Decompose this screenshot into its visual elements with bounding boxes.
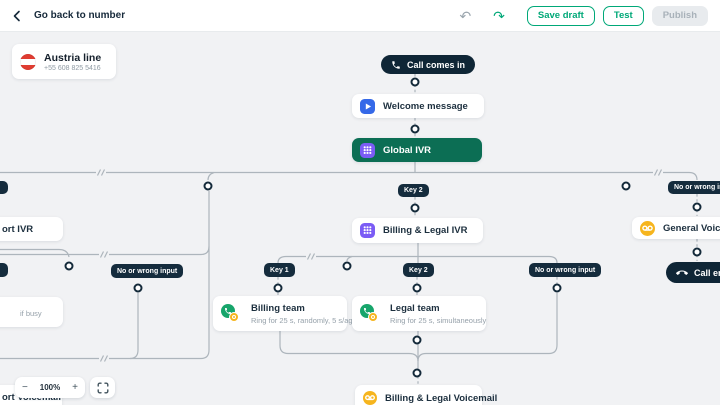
branch-tag-key2: Key 2: [403, 263, 434, 277]
branch-tag-no-or-wrong-input: No or wrong input: [111, 264, 184, 278]
connector-dot[interactable]: [410, 124, 420, 134]
phone-icon: [392, 60, 400, 69]
connector-dot[interactable]: [410, 77, 420, 87]
node-call-comes-in[interactable]: Call comes in: [381, 55, 476, 74]
team-phone-icon: [221, 303, 243, 324]
save-draft-button[interactable]: Save draft: [526, 5, 595, 26]
branch-tag-key2: Key 2: [398, 184, 429, 197]
node-label: Billing team: [251, 302, 305, 314]
connector-dot[interactable]: [412, 335, 422, 345]
node-label: ort IVR: [2, 223, 34, 235]
connector-dot[interactable]: [342, 261, 352, 271]
branch-tag-partial: [0, 181, 8, 194]
flow-canvas[interactable]: Austria line +55 608 825 5416 Call comes…: [0, 32, 720, 405]
topbar: Go back to number ↶ ↷ Save draft Test Pu…: [0, 0, 720, 32]
zoom-out-button[interactable]: −: [22, 381, 28, 393]
node-label: General Voicemail: [663, 222, 720, 234]
node-billing-legal-voicemail[interactable]: Billing & Legal Voicemail: [355, 385, 497, 405]
node-general-voicemail[interactable]: General Voicemail: [632, 217, 720, 239]
voicemail-icon: [363, 391, 377, 405]
line-number: +55 608 825 5416: [44, 64, 101, 72]
test-button[interactable]: Test: [602, 5, 644, 26]
node-welcome-message[interactable]: Welcome message: [352, 94, 484, 118]
line-name: Austria line: [44, 51, 102, 64]
phone-down-icon: [676, 270, 688, 275]
zoom-controls: − 100% +: [15, 377, 85, 398]
play-icon: [360, 98, 375, 114]
node-label: Billing & Legal Voicemail: [385, 393, 498, 404]
fit-view-button[interactable]: [90, 377, 115, 398]
node-partial-team[interactable]: if busy: [0, 297, 63, 327]
redo-icon[interactable]: ↷: [493, 7, 505, 24]
node-global-ivr[interactable]: Global IVR: [352, 138, 482, 162]
connector-dot[interactable]: [621, 181, 631, 191]
node-billing-team[interactable]: Billing team Ring for 25 s, randomly, 5 …: [213, 296, 363, 331]
back-button[interactable]: Go back to number: [12, 10, 125, 22]
publish-button[interactable]: Publish: [651, 5, 708, 26]
zoom-in-button[interactable]: +: [72, 381, 78, 393]
node-billing-legal-ivr[interactable]: Billing & Legal IVR: [352, 218, 483, 243]
node-label: Call comes in: [407, 59, 466, 70]
node-subtitle: Ring for 25 s, simultaneously: [390, 315, 487, 325]
back-label: Go back to number: [34, 10, 126, 21]
branch-tag-partial: [0, 263, 8, 277]
connector-dot[interactable]: [552, 283, 562, 293]
voicemail-icon: [640, 220, 655, 236]
node-label: Welcome message: [383, 100, 468, 112]
connector-dot[interactable]: [203, 181, 213, 191]
fit-view-icon: [97, 382, 108, 393]
node-partial-ivr[interactable]: ort IVR: [0, 217, 63, 241]
node-label: Global IVR: [383, 144, 432, 156]
node-label: Billing & Legal IVR: [383, 225, 468, 236]
connector-dot[interactable]: [64, 261, 74, 271]
branch-tag-key1: Key 1: [264, 263, 295, 277]
keypad-icon: [360, 223, 375, 238]
connector-dot[interactable]: [410, 203, 420, 213]
connector-dot[interactable]: [133, 283, 143, 293]
connector-dot[interactable]: [412, 368, 422, 378]
chevron-left-icon: [13, 10, 20, 21]
zoom-level: 100%: [39, 383, 61, 392]
branch-tag-no-or-wrong-input: No or wrong input: [529, 263, 602, 277]
connector-dot[interactable]: [692, 202, 702, 212]
undo-icon[interactable]: ↶: [459, 7, 472, 24]
node-label: Call end: [694, 267, 720, 278]
austria-flag-icon: [20, 53, 36, 70]
keypad-icon: [360, 142, 375, 158]
connector-dot[interactable]: [692, 247, 702, 257]
node-call-end[interactable]: Call end: [666, 262, 720, 283]
connector-dot[interactable]: [412, 283, 422, 293]
node-subtitle: if busy: [20, 309, 42, 318]
branch-tag-no-or-wrong-input: No or wrong input: [668, 181, 720, 194]
line-info-card: Austria line +55 608 825 5416: [12, 44, 116, 79]
topbar-actions: ↶ ↷ Save draft Test Publish: [455, 5, 708, 26]
node-legal-team[interactable]: Legal team Ring for 25 s, simultaneously: [352, 296, 486, 331]
node-subtitle: Ring for 25 s, randomly, 5 s/agent: [251, 315, 364, 325]
connector-dot[interactable]: [273, 283, 283, 293]
node-label: Legal team: [390, 302, 440, 314]
team-phone-icon: [360, 303, 382, 324]
